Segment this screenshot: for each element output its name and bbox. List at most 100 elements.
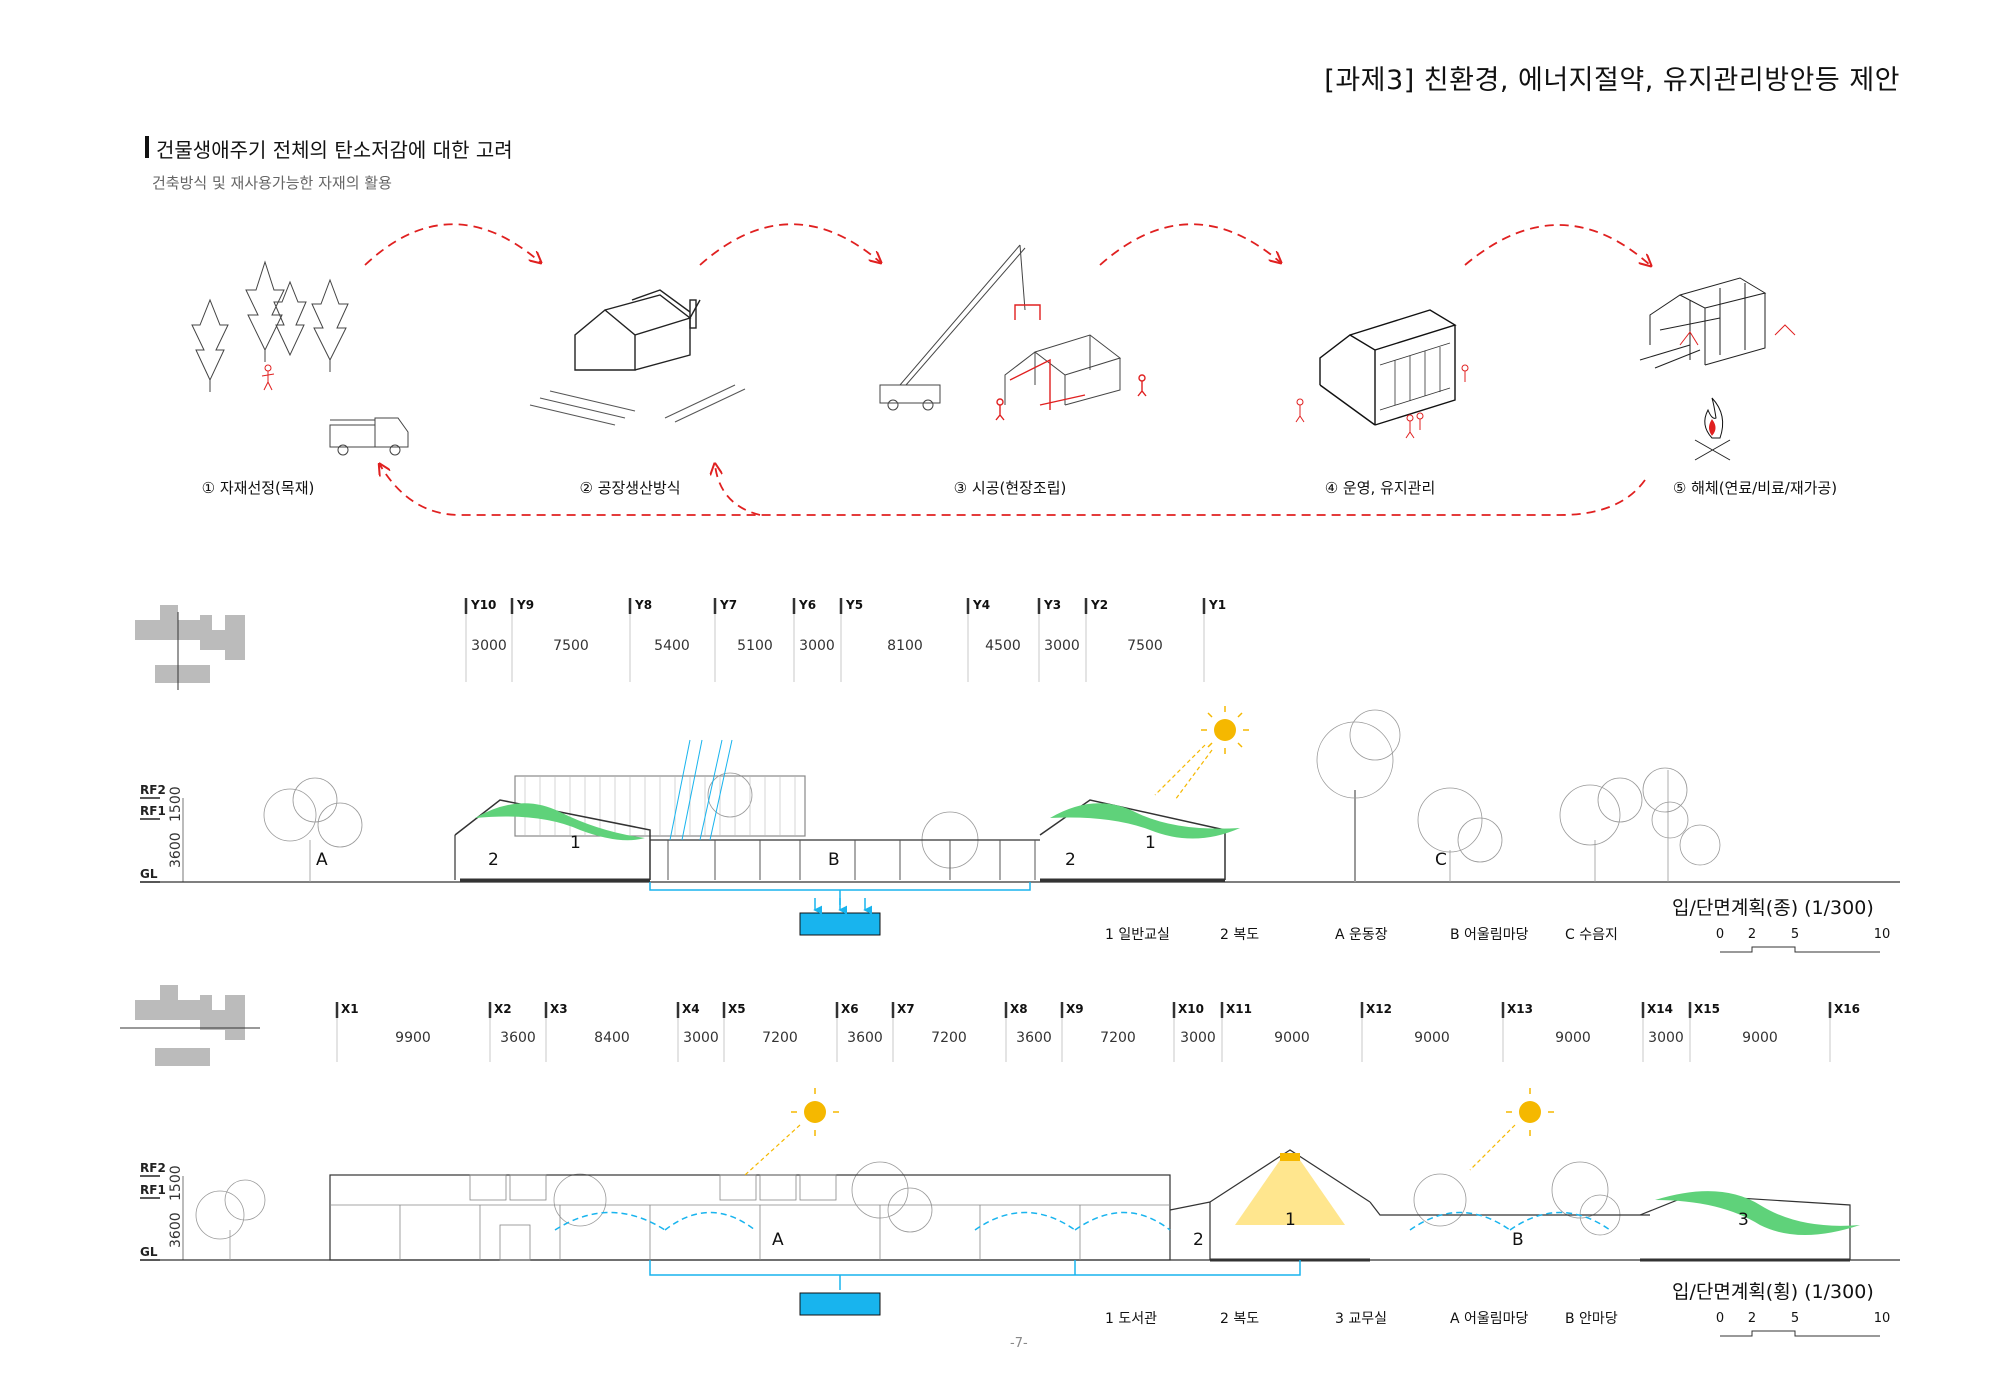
dimension-label: 7200 (762, 1030, 798, 1046)
legend-long: 1 일반교실 2 복도 A 운동장 B 어울림마당 C 수음지 (1095, 924, 1695, 944)
sunlight-arrows (1154, 744, 1213, 801)
space-numbers-long: 2 1 B 2 1 A C (316, 833, 1447, 870)
grid-label: X9 (1066, 1002, 1084, 1016)
grid-label: X7 (897, 1002, 915, 1016)
dimension-label: 3000 (1648, 1030, 1684, 1046)
scale-label: 2 (1748, 1311, 1756, 1326)
level-label: RF2 (140, 783, 166, 797)
grid-label: Y8 (634, 598, 652, 612)
scale-label: 2 (1748, 927, 1756, 942)
level-markers-cross: RF2 RF1 GL 3600 1500 (140, 1161, 184, 1261)
space-number: B (1512, 1230, 1524, 1250)
grid-label: Y5 (845, 598, 863, 612)
space-number: 3 (1738, 1210, 1749, 1230)
dimension-label: 9000 (1274, 1030, 1310, 1046)
sun-icon (791, 1088, 839, 1136)
page-title: [과제3] 친환경, 에너지절약, 유지관리방안등 제안 (1324, 65, 1900, 96)
dimension-label: 9000 (1742, 1030, 1778, 1046)
legend-item: 2 복도 (1220, 1311, 1260, 1327)
grid-label: Y9 (516, 598, 534, 612)
building-section-cross (329, 1149, 1851, 1262)
step-label-2: ② 공장생산방식 (579, 479, 681, 497)
dimension-label: 8100 (887, 638, 923, 654)
dimension-label: 8400 (594, 1030, 630, 1046)
dimension-label: 5100 (737, 638, 773, 654)
tree-icon (191, 298, 229, 392)
dimension-label: 3000 (1044, 638, 1080, 654)
level-label: GL (140, 1245, 158, 1259)
space-number: 2 (1065, 850, 1076, 870)
height-dim: 1500 (168, 1165, 184, 1201)
dimension-label: 9900 (395, 1030, 431, 1046)
dimension-labels-long: 3000 7500 5400 5100 3000 8100 4500 3000 … (471, 638, 1163, 654)
level-label: GL (140, 867, 158, 881)
return-flow-arrow (380, 465, 1646, 516)
step-label-1: ① 자재선정(목재) (201, 479, 315, 497)
grid-label: X15 (1694, 1002, 1720, 1016)
legend-item: A 운동장 (1335, 927, 1388, 943)
skylight (1280, 1153, 1300, 1161)
rainwater-tank-long (649, 882, 1031, 936)
key-plan-long (135, 605, 245, 690)
dimension-label: 7500 (553, 638, 589, 654)
section-title-bar (145, 136, 149, 158)
step-label-3: ③ 시공(현장조립) (953, 479, 1067, 497)
scale-label: 10 (1874, 1311, 1891, 1326)
section-subtitle: 건축방식 및 재사용가능한 자재의 활용 (152, 174, 392, 192)
space-number: A (772, 1230, 784, 1250)
airflow-green (1655, 1191, 1860, 1235)
grid-label: X3 (550, 1002, 568, 1016)
section-title: 건물생애주기 전체의 탄소저감에 대한 고려 (156, 138, 513, 162)
legend-item: 2 복도 (1220, 927, 1260, 943)
legend-item: 3 교무실 (1335, 1311, 1387, 1327)
scale-labels-cross: 0 2 5 10 (1716, 1311, 1890, 1326)
dimension-label: 7200 (931, 1030, 967, 1046)
level-label: RF2 (140, 1161, 166, 1175)
tree-icon (311, 278, 349, 372)
space-number: 1 (570, 833, 581, 853)
level-markers-long: RF2 RF1 GL 3600 1500 (140, 783, 184, 883)
worker-figure-icon (261, 364, 275, 391)
crane-assembly-icon (879, 244, 1147, 421)
grid-label: X2 (494, 1002, 512, 1016)
space-number: 2 (1193, 1230, 1204, 1250)
campfire-icon (1694, 397, 1731, 461)
height-dim: 3600 (168, 1212, 184, 1248)
space-number: 1 (1145, 833, 1156, 853)
grid-label: Y4 (972, 598, 990, 612)
space-number: B (828, 850, 840, 870)
grid-label: Y7 (719, 598, 737, 612)
dimension-label: 5400 (654, 638, 690, 654)
scale-label: 5 (1791, 927, 1799, 942)
tree-icon (273, 280, 307, 357)
grid-label: Y2 (1090, 598, 1108, 612)
dimension-labels-cross: 9900 3600 8400 3000 7200 3600 7200 3600 … (395, 1030, 1778, 1046)
step-label-4: ④ 운영, 유지관리 (1324, 479, 1436, 497)
scale-label: 10 (1874, 927, 1891, 942)
factory-icon (529, 289, 746, 426)
grid-label: X13 (1507, 1002, 1533, 1016)
dimension-label: 9000 (1555, 1030, 1591, 1046)
building-operation-icon (1295, 309, 1469, 439)
light-shaft-lines (669, 739, 733, 841)
grid-label: X8 (1010, 1002, 1028, 1016)
legend-item: B 안마당 (1565, 1311, 1618, 1327)
grid-label: X10 (1178, 1002, 1204, 1016)
legend-item: B 어울림마당 (1450, 927, 1529, 943)
legend-item: C 수음지 (1565, 927, 1618, 943)
grid-label: X4 (682, 1002, 700, 1016)
skylight-light-cone (1235, 1160, 1345, 1225)
grid-label: X6 (841, 1002, 859, 1016)
legend-item: 1 도서관 (1105, 1311, 1157, 1327)
dimension-label: 3600 (1016, 1030, 1052, 1046)
sun-icon (1201, 706, 1249, 754)
legend-cross: 1 도서관 2 복도 3 교무실 A 어울림마당 B 안마당 (1095, 1308, 1695, 1328)
page-number: -7- (1010, 1336, 1028, 1351)
grid-label: Y6 (798, 598, 816, 612)
grid-label: Y3 (1043, 598, 1061, 612)
scale-bar-cross (1720, 1330, 1880, 1337)
forward-flow-arrows (364, 223, 1650, 265)
